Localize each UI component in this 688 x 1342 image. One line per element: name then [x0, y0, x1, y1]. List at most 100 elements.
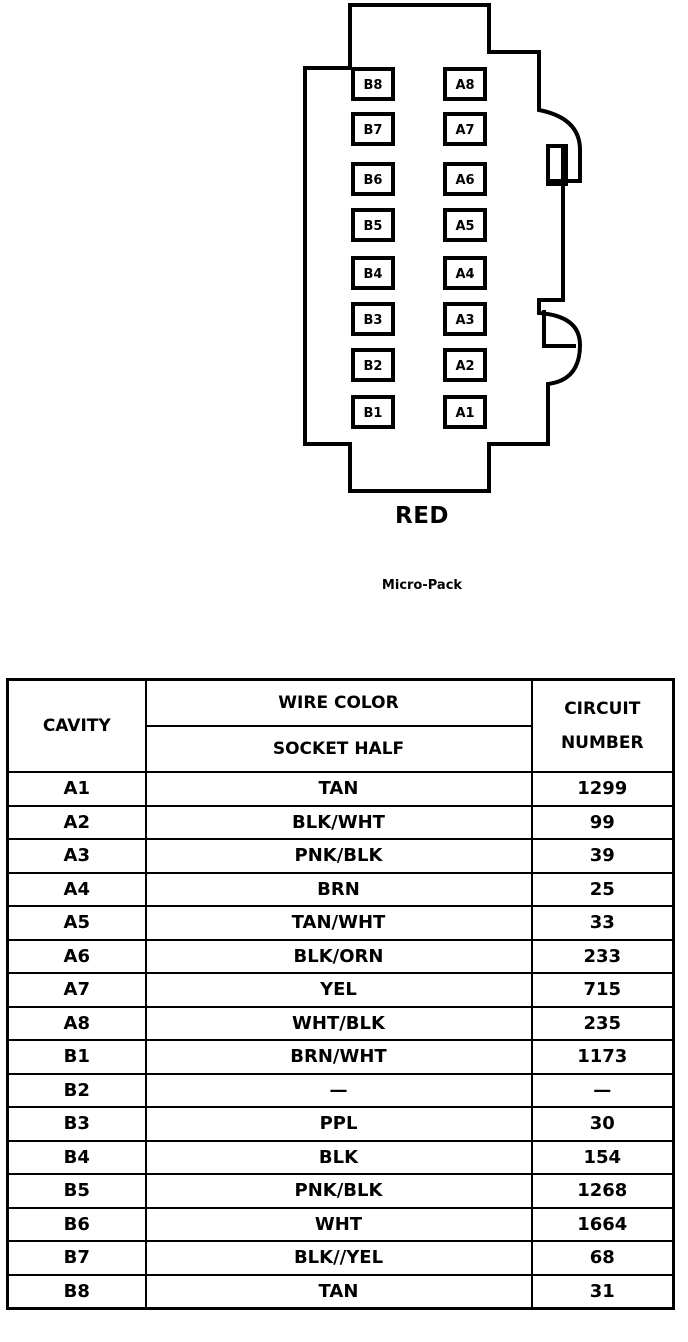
table-row: B2—— — [6, 1072, 675, 1108]
pin-label-b5: B5 — [364, 219, 383, 234]
circuit-number-cell: 154 — [530, 1139, 675, 1175]
pin-cavity-b1 — [351, 395, 395, 429]
circuit-number-cell: 1299 — [530, 771, 675, 807]
upper-latch — [546, 144, 568, 186]
circuit-number-cell: 31 — [530, 1273, 675, 1310]
cavity-cell: B7 — [6, 1240, 147, 1276]
pin-cavity-a1 — [443, 395, 487, 429]
connector-housing — [303, 3, 583, 493]
wire-color-cell: TAN/WHT — [144, 905, 533, 941]
pin-cavity-b3 — [351, 302, 395, 336]
pin-cavity-a3 — [443, 302, 487, 336]
wire-color-cell: BLK — [144, 1139, 533, 1175]
cavity-cell: A6 — [6, 938, 147, 974]
pin-label-a3: A3 — [455, 313, 474, 328]
cavity-cell: B3 — [6, 1106, 147, 1142]
pin-label-b7: B7 — [364, 123, 383, 138]
pinout-table: CAVITY WIRE COLOR CIRCUIT NUMBER SOCKET … — [6, 678, 675, 1310]
wire-color-cell: BLK//YEL — [144, 1240, 533, 1276]
circuit-number-cell: 1268 — [530, 1173, 675, 1209]
pin-label-b6: B6 — [364, 173, 383, 188]
circuit-number-header-text: CIRCUIT NUMBER — [560, 699, 644, 753]
circuit-number-cell: 25 — [530, 871, 675, 907]
wire-color-cell: BLK/ORN — [144, 938, 533, 974]
circuit-number-cell: 33 — [530, 905, 675, 941]
pin-label-a5: A5 — [455, 219, 474, 234]
wire-color-cell: BRN/WHT — [144, 1039, 533, 1075]
pin-cavity-b5 — [351, 208, 395, 242]
cavity-cell: B5 — [6, 1173, 147, 1209]
pin-cavity-b2 — [351, 348, 395, 382]
wire-color-cell: WHT — [144, 1206, 533, 1242]
socket-half-header: SOCKET HALF — [144, 725, 533, 773]
wire-color-cell: BLK/WHT — [144, 804, 533, 840]
cavity-cell: B8 — [6, 1273, 147, 1310]
circuit-number-cell: 1664 — [530, 1206, 675, 1242]
pin-cavity-a6 — [443, 162, 487, 196]
cavity-cell: B1 — [6, 1039, 147, 1075]
cavity-cell: A5 — [6, 905, 147, 941]
pin-cavity-b4 — [351, 256, 395, 290]
pin-cavity-b8 — [351, 67, 395, 101]
pin-label-a1: A1 — [455, 406, 474, 421]
pin-cavity-b6 — [351, 162, 395, 196]
cavity-cell: A2 — [6, 804, 147, 840]
pin-label-b8: B8 — [364, 78, 383, 93]
pin-label-b2: B2 — [364, 359, 383, 374]
connector-color-label: RED — [394, 503, 449, 529]
pin-cavity-a4 — [443, 256, 487, 290]
pin-label-a8: A8 — [455, 78, 474, 93]
circuit-number-cell: 39 — [530, 838, 675, 874]
circuit-number-cell: 715 — [530, 972, 675, 1008]
pin-label-a7: A7 — [455, 123, 474, 138]
wire-color-cell: YEL — [144, 972, 533, 1008]
wire-color-cell: PPL — [144, 1106, 533, 1142]
cavity-cell: A4 — [6, 871, 147, 907]
circuit-number-cell: 233 — [530, 938, 675, 974]
pin-cavity-a5 — [443, 208, 487, 242]
wire-color-cell: TAN — [144, 1273, 533, 1310]
wire-color-cell: PNK/BLK — [144, 838, 533, 874]
cavity-cell: B6 — [6, 1206, 147, 1242]
pin-label-a6: A6 — [455, 173, 474, 188]
pin-cavity-b7 — [351, 112, 395, 146]
circuit-number-cell: 99 — [530, 804, 675, 840]
pin-label-b4: B4 — [364, 267, 383, 282]
cavity-header: CAVITY — [6, 678, 147, 773]
wire-color-cell: — — [144, 1072, 533, 1108]
wire-color-header: WIRE COLOR — [144, 678, 533, 727]
cavity-cell: A3 — [6, 838, 147, 874]
circuit-number-cell: 68 — [530, 1240, 675, 1276]
circuit-number-cell: 1173 — [530, 1039, 675, 1075]
cavity-cell: B4 — [6, 1139, 147, 1175]
pin-label-a2: A2 — [455, 359, 474, 374]
pin-cavity-a2 — [443, 348, 487, 382]
cavity-cell: A8 — [6, 1005, 147, 1041]
pin-label-a4: A4 — [455, 267, 474, 282]
pin-label-b1: B1 — [364, 406, 383, 421]
cavity-cell: B2 — [6, 1072, 147, 1108]
pin-label-b3: B3 — [364, 313, 383, 328]
pin-cavity-a7 — [443, 112, 487, 146]
circuit-number-header: CIRCUIT NUMBER — [530, 678, 675, 773]
connector-type-label: Micro-Pack — [381, 578, 463, 593]
cavity-cell: A7 — [6, 972, 147, 1008]
circuit-number-cell: — — [530, 1072, 675, 1108]
circuit-number-cell: 235 — [530, 1005, 675, 1041]
